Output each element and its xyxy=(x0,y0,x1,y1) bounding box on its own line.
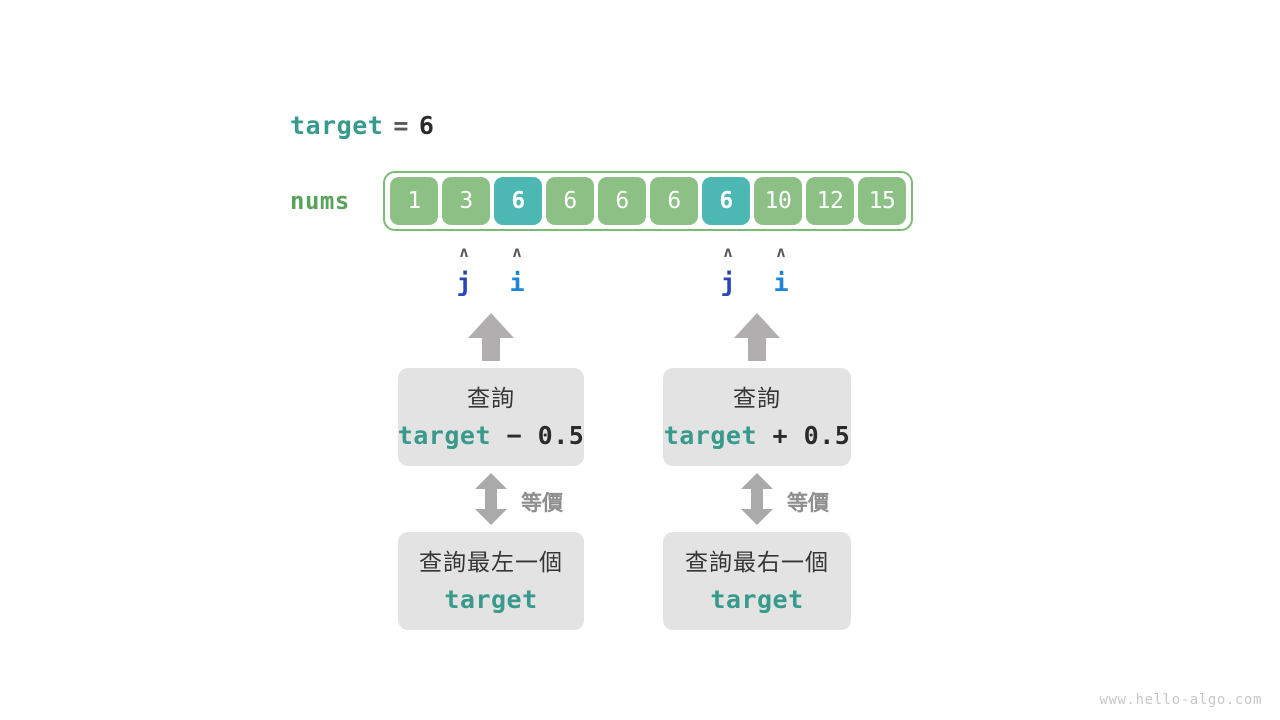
target-keyword: target xyxy=(290,111,384,140)
pointer-label: i xyxy=(773,268,789,297)
watermark: www.hello-algo.com xyxy=(1099,692,1262,708)
arrow-head-down xyxy=(741,509,773,525)
target-value: 6 xyxy=(418,111,435,140)
arrow-head-down xyxy=(475,509,507,525)
query-box-right-title: 查詢 xyxy=(733,386,781,412)
result-box-right-title: 查詢最右一個 xyxy=(685,550,829,576)
nums-label: nums xyxy=(290,187,350,215)
caret-icon: ʌ xyxy=(459,243,469,261)
equivalence-label-right: 等價 xyxy=(787,491,829,515)
expr-operator: + 0.5 xyxy=(757,421,851,450)
pointer-j-left: ʌ j xyxy=(444,245,484,296)
query-box-left-title: 查詢 xyxy=(467,386,515,412)
equivalence-arrow-icon-left xyxy=(475,473,507,525)
expr-operator: − 0.5 xyxy=(491,421,585,450)
arrow-shaft xyxy=(485,488,497,510)
array-cell: 12 xyxy=(806,177,854,225)
pointer-label: j xyxy=(720,268,736,297)
result-box-right-expression: target xyxy=(710,586,803,614)
target-declaration: target = 6 xyxy=(290,111,434,140)
arrow-head-up xyxy=(741,473,773,489)
array-cell: 10 xyxy=(754,177,802,225)
arrow-shaft xyxy=(482,337,500,361)
pointer-j-right: ʌ j xyxy=(708,245,748,296)
array-cell: 3 xyxy=(442,177,490,225)
pointer-i-right: ʌ i xyxy=(761,245,801,296)
expr-keyword: target xyxy=(444,585,538,614)
equals-sign: = xyxy=(393,111,409,140)
array-cell: 6 xyxy=(650,177,698,225)
arrow-head xyxy=(734,313,780,338)
up-arrow-icon-left xyxy=(468,313,514,361)
array-cell: 6 xyxy=(546,177,594,225)
array-cell: 6 xyxy=(494,177,542,225)
pointer-i-left: ʌ i xyxy=(497,245,537,296)
query-box-left-expression: target − 0.5 xyxy=(398,422,585,450)
query-box-right: 查詢 target + 0.5 xyxy=(663,368,851,466)
result-box-left-title: 查詢最左一個 xyxy=(419,550,563,576)
arrow-head-up xyxy=(475,473,507,489)
array-cell: 15 xyxy=(858,177,906,225)
arrow-shaft xyxy=(751,488,763,510)
arrow-head xyxy=(468,313,514,338)
result-box-right: 查詢最右一個 target xyxy=(663,532,851,630)
nums-array: 1 3 6 6 6 6 6 10 12 15 xyxy=(383,171,913,231)
expr-keyword: target xyxy=(710,585,804,614)
pointer-label: i xyxy=(509,268,525,297)
arrow-shaft xyxy=(748,337,766,361)
array-cell: 6 xyxy=(702,177,750,225)
array-cell: 6 xyxy=(598,177,646,225)
caret-icon: ʌ xyxy=(723,243,733,261)
result-box-left: 查詢最左一個 target xyxy=(398,532,584,630)
up-arrow-icon-right xyxy=(734,313,780,361)
caret-icon: ʌ xyxy=(776,243,786,261)
equivalence-label-left: 等價 xyxy=(521,491,563,515)
query-box-left: 查詢 target − 0.5 xyxy=(398,368,584,466)
equivalence-arrow-icon-right xyxy=(741,473,773,525)
result-box-left-expression: target xyxy=(444,586,537,614)
expr-keyword: target xyxy=(397,421,491,450)
caret-icon: ʌ xyxy=(512,243,522,261)
expr-keyword: target xyxy=(663,421,757,450)
pointer-label: j xyxy=(456,268,472,297)
query-box-right-expression: target + 0.5 xyxy=(664,422,851,450)
array-cell: 1 xyxy=(390,177,438,225)
